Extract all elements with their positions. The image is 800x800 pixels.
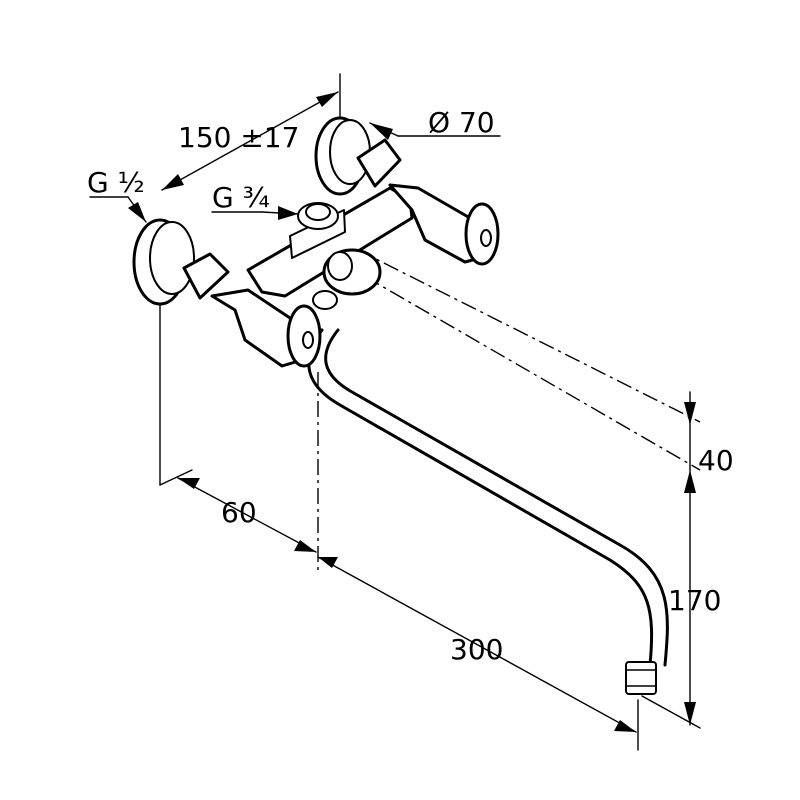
label-wall-spacing: 150 ±17 <box>178 121 299 154</box>
label-spout-height: 170 <box>668 584 721 617</box>
dimension-arrows <box>128 92 696 732</box>
label-connection-thread: G ½ <box>87 166 145 199</box>
faucet-body <box>246 186 414 310</box>
dimension-lines <box>89 73 701 751</box>
label-rosette-diameter: Ø 70 <box>428 106 495 139</box>
label-body-height: 40 <box>698 444 734 477</box>
label-outlet-thread: G ¾ <box>212 181 270 214</box>
label-spout-offset: 60 <box>221 496 257 529</box>
left-valve <box>132 218 322 368</box>
right-valve <box>314 116 500 266</box>
label-spout-reach: 300 <box>450 633 503 666</box>
